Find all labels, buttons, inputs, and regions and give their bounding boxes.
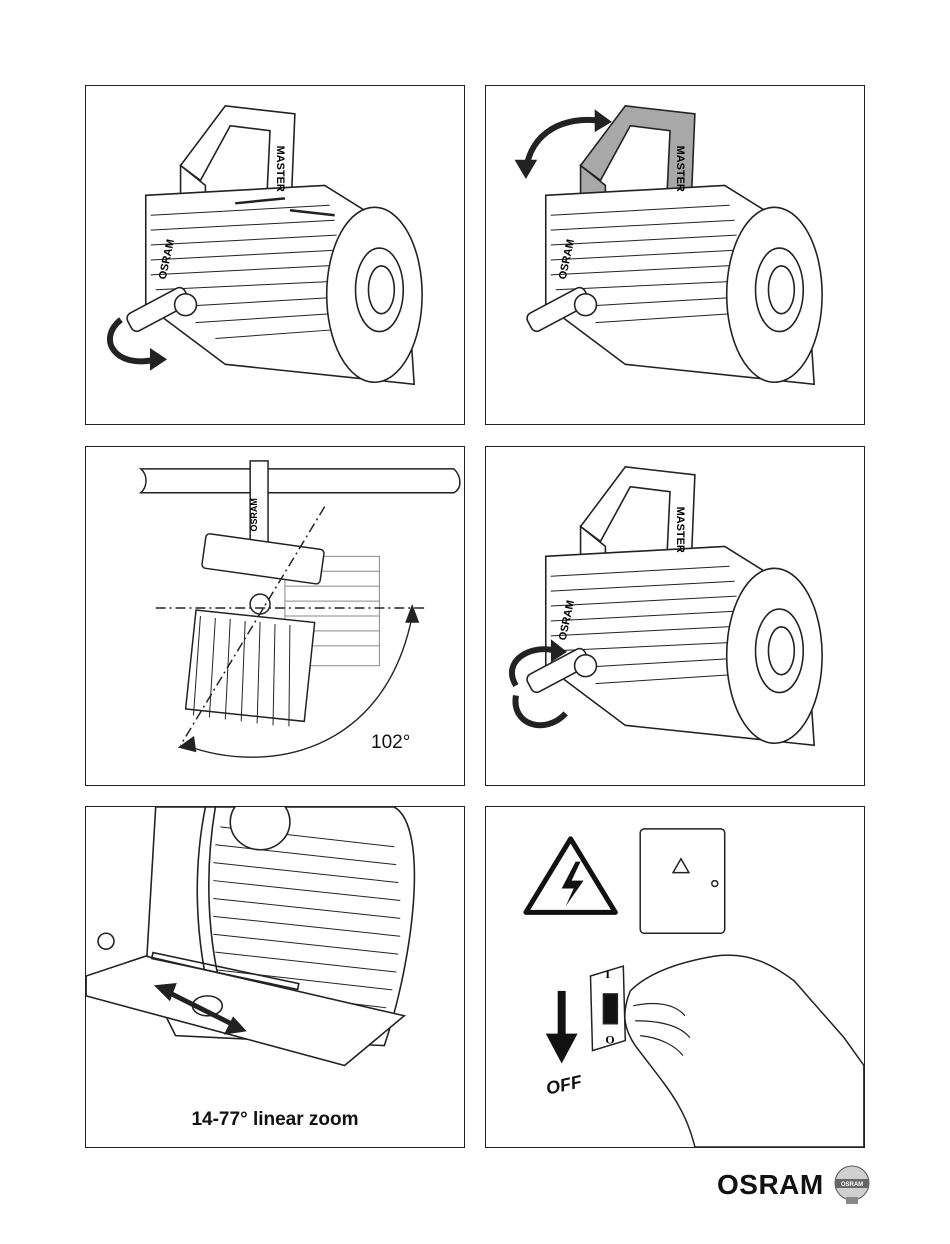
panel-linear-zoom: 14-77° linear zoom (85, 806, 465, 1148)
osram-logo: OSRAM OSRAM (717, 1165, 872, 1205)
panel-tilt-range: OSRAM 102° (85, 446, 465, 786)
zoom-illustration (86, 807, 464, 1147)
yoke-brand-text: OSRAM (249, 498, 259, 531)
bulb-logo-icon: OSRAM (832, 1165, 872, 1205)
panel-power-off: I O OFF (485, 806, 865, 1148)
switch-on-mark: I (605, 967, 610, 981)
logo-wordmark: OSRAM (717, 1169, 824, 1201)
fuse-box (640, 829, 725, 933)
panel-tilt-yoke: OSRAM MASTER (485, 85, 865, 425)
panel-loosen-knob: OSRAM MASTER (85, 85, 465, 425)
yoke-model-text: MASTER (274, 146, 286, 192)
zoom-caption: 14-77° linear zoom (86, 1109, 464, 1131)
power-off-illustration: I O (486, 807, 864, 1147)
panel-tighten-knob: OSRAM MASTER (485, 446, 865, 786)
yoke-model-text: MASTER (674, 507, 686, 553)
off-arrow-icon (546, 991, 578, 1064)
tilt-angle-label: 102° (371, 732, 410, 754)
fixture-illustration: OSRAM MASTER (86, 86, 464, 424)
high-voltage-warning-icon (526, 839, 615, 913)
fixture-illustration: OSRAM MASTER (486, 447, 864, 785)
logo-badge-text: OSRAM (841, 1182, 863, 1188)
hand-illustration (625, 955, 864, 1147)
yoke-model-text: MASTER (674, 146, 686, 192)
switch-off-mark: O (605, 1033, 614, 1047)
fixture-illustration: OSRAM MASTER (486, 86, 864, 424)
